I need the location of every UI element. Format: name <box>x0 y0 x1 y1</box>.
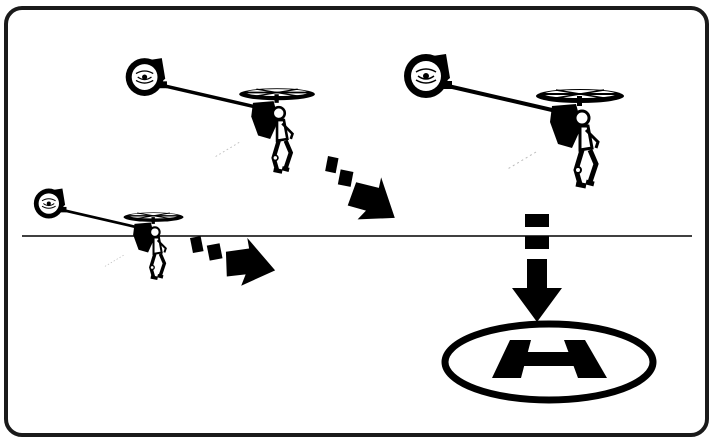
helipad-h-icon <box>445 324 653 400</box>
